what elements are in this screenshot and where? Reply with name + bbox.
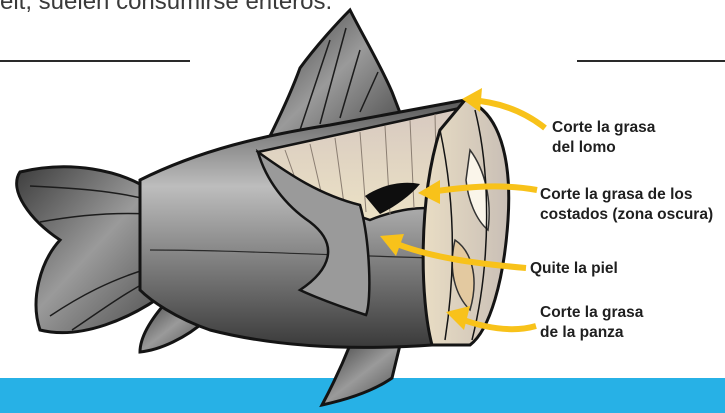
label-cut-belly-fat: Corte la grasa de la panza <box>540 303 643 343</box>
label-cut-side-fat: Corte la grasa de los costados (zona osc… <box>540 185 713 225</box>
label-remove-skin: Quite la piel <box>530 259 618 279</box>
label-cut-back-fat: Corte la grasa del lomo <box>552 118 655 158</box>
